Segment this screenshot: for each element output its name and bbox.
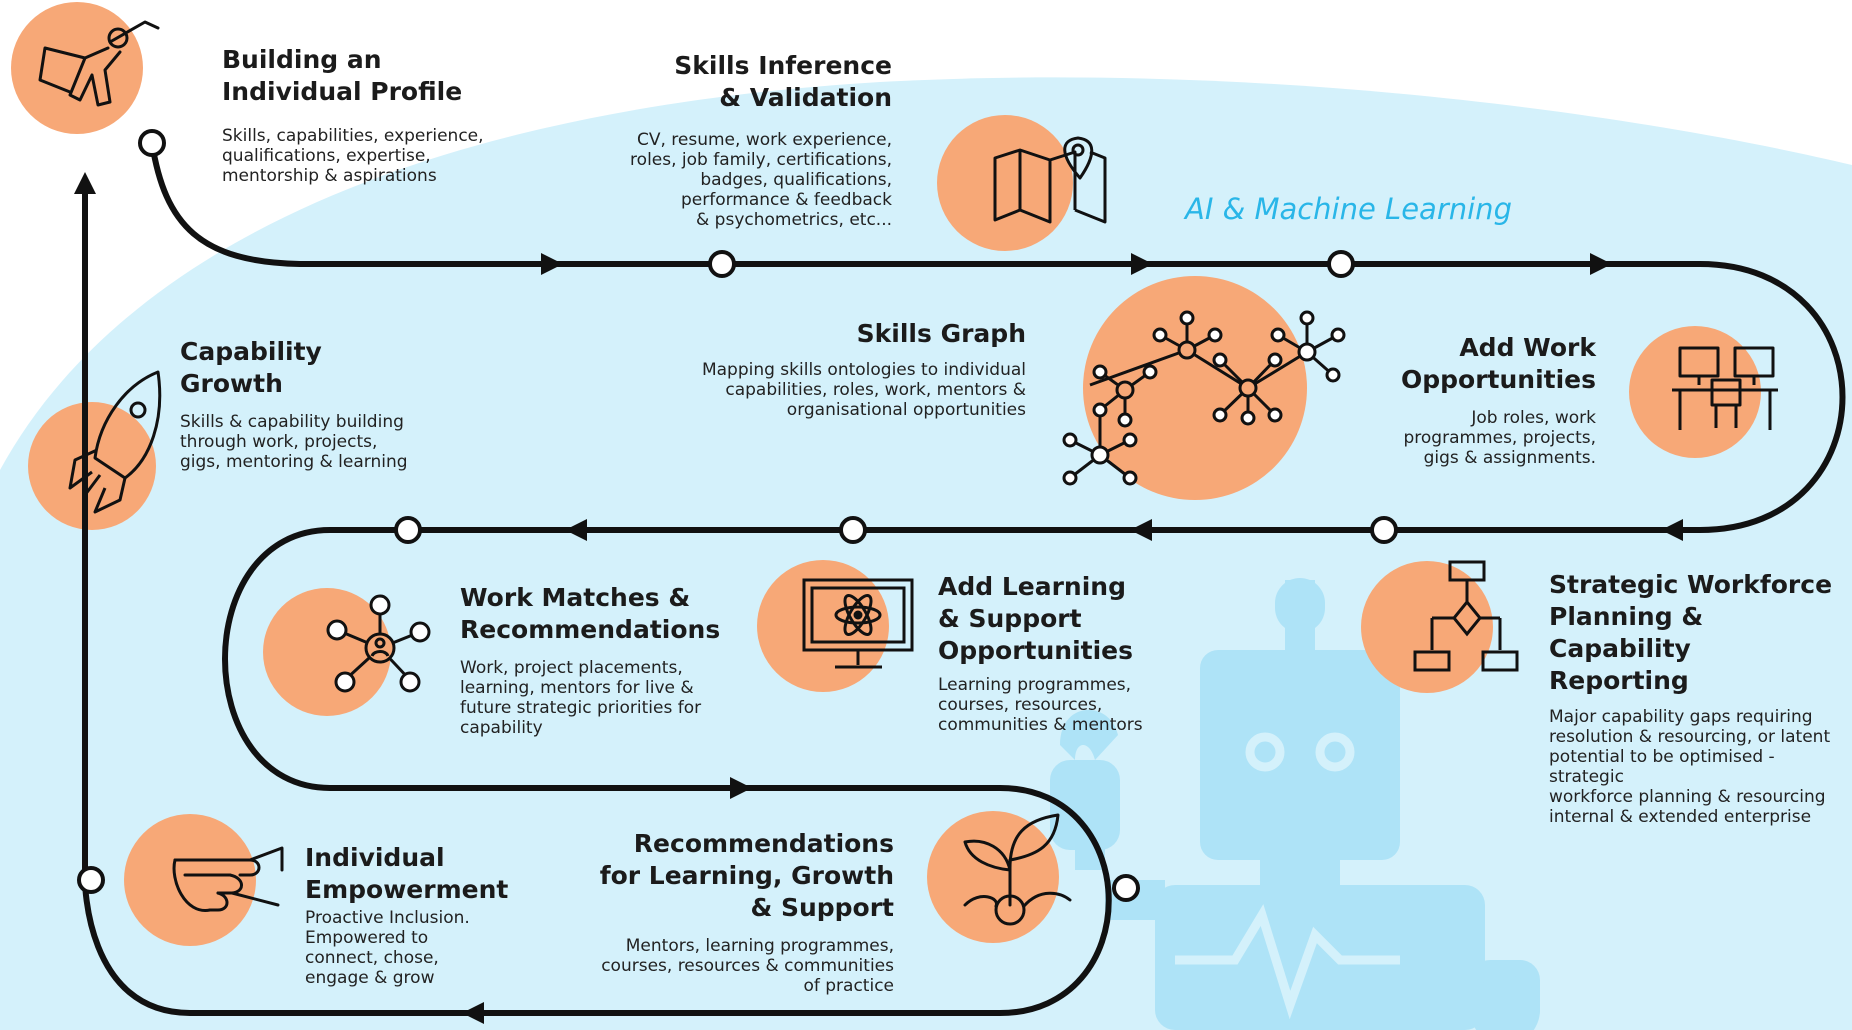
step-learning: Add Learning & Support Opportunities Lea… [938, 571, 1143, 735]
step-strategic: Strategic Workforce Planning & Capabilit… [1549, 569, 1852, 827]
recs-desc: Mentors, learning programmes, courses, r… [601, 936, 894, 996]
growth-desc: Skills & capability building through wor… [180, 412, 408, 472]
node-4 [839, 516, 867, 544]
person-network-icon [326, 594, 431, 693]
step-inference: Skills Inference & Validation CV, resume… [630, 50, 892, 230]
work-circle [1629, 326, 1761, 458]
superhero-icon [38, 20, 160, 107]
empower-circle [124, 814, 256, 946]
node-5 [394, 516, 422, 544]
step-recs: Recommendations for Learning, Growth & S… [600, 828, 894, 996]
profile-circle [11, 2, 143, 134]
inference-desc: CV, resume, work experience, roles, job … [630, 130, 892, 230]
strategic-desc: Major capability gaps requiring resoluti… [1549, 707, 1831, 827]
matches-title: Work Matches & Recommendations [460, 583, 721, 644]
step-matches: Work Matches & Recommendations Work, pro… [460, 582, 720, 738]
arrow-right-1 [541, 253, 563, 275]
path-nodes [77, 129, 1398, 902]
learning-desc: Learning programmes, courses, resources,… [938, 675, 1143, 735]
step-profile: Building an Individual Profile Skills, c… [222, 44, 484, 186]
step-growth: Capability Growth Skills & capability bu… [180, 336, 408, 472]
arrow-left-2 [1130, 519, 1152, 541]
arrow-up [74, 172, 96, 194]
empower-desc: Proactive Inclusion. Empowered to connec… [305, 908, 470, 988]
journey-path [82, 140, 1846, 1016]
arrow-right-3 [1590, 253, 1612, 275]
inference-circle [937, 115, 1073, 251]
path-arrows [74, 172, 1683, 1024]
graph-desc: Mapping skills ontologies to individual … [701, 360, 1026, 420]
matches-circle [263, 588, 391, 716]
flowchart-icon [1413, 560, 1519, 672]
node-start [138, 129, 166, 157]
arrow-left-3 [1661, 519, 1683, 541]
sprout-icon [963, 813, 1072, 926]
node-6 [1112, 874, 1140, 902]
work-title: Add Work Opportunities [1400, 333, 1596, 394]
graph-title: Skills Graph [856, 319, 1026, 348]
learning-circle [757, 560, 889, 692]
strategic-title: Strategic Workforce Planning & Capabilit… [1549, 570, 1833, 695]
step-graph: Skills Graph Mapping skills ontologies t… [702, 318, 1026, 420]
recs-circle [927, 811, 1059, 943]
robot-face [1175, 732, 1400, 1020]
step-work: Add Work Opportunities Job roles, work p… [1401, 332, 1596, 468]
growth-title: Capability Growth [180, 337, 322, 398]
node-1 [708, 250, 736, 278]
inference-title: Skills Inference & Validation [674, 51, 892, 112]
desk-icon [1672, 346, 1778, 430]
matches-desc: Work, project placements, learning, ment… [460, 658, 702, 738]
work-desc: Job roles, work programmes, projects, gi… [1403, 408, 1596, 468]
arrow-left-4 [462, 1002, 484, 1024]
step-empower: Individual Empowerment Proactive Inclusi… [305, 842, 508, 988]
recs-title: Recommendations for Learning, Growth & S… [599, 829, 894, 922]
profile-desc: Skills, capabilities, experience, qualif… [222, 126, 484, 186]
map-pin-icon [993, 136, 1107, 224]
node-3 [1370, 516, 1398, 544]
graph-circle [1083, 276, 1307, 500]
pointing-hand-icon [172, 846, 284, 912]
arrow-right-4 [730, 777, 752, 799]
background-blob [0, 77, 1852, 1030]
ai-machine-learning-label: AI & Machine Learning [1185, 192, 1512, 226]
arrow-left-1 [565, 519, 587, 541]
monitor-atom-icon [802, 578, 914, 669]
node-7 [77, 866, 105, 894]
rocket-icon [68, 370, 162, 514]
learning-title: Add Learning & Support Opportunities [938, 572, 1134, 665]
network-graph-icon [1062, 310, 1346, 486]
growth-circle [28, 402, 156, 530]
strategic-circle [1361, 561, 1493, 693]
arrow-right-2 [1131, 253, 1153, 275]
empower-title: Individual Empowerment [305, 843, 509, 904]
profile-title: Building an Individual Profile [222, 45, 463, 106]
node-2 [1327, 250, 1355, 278]
